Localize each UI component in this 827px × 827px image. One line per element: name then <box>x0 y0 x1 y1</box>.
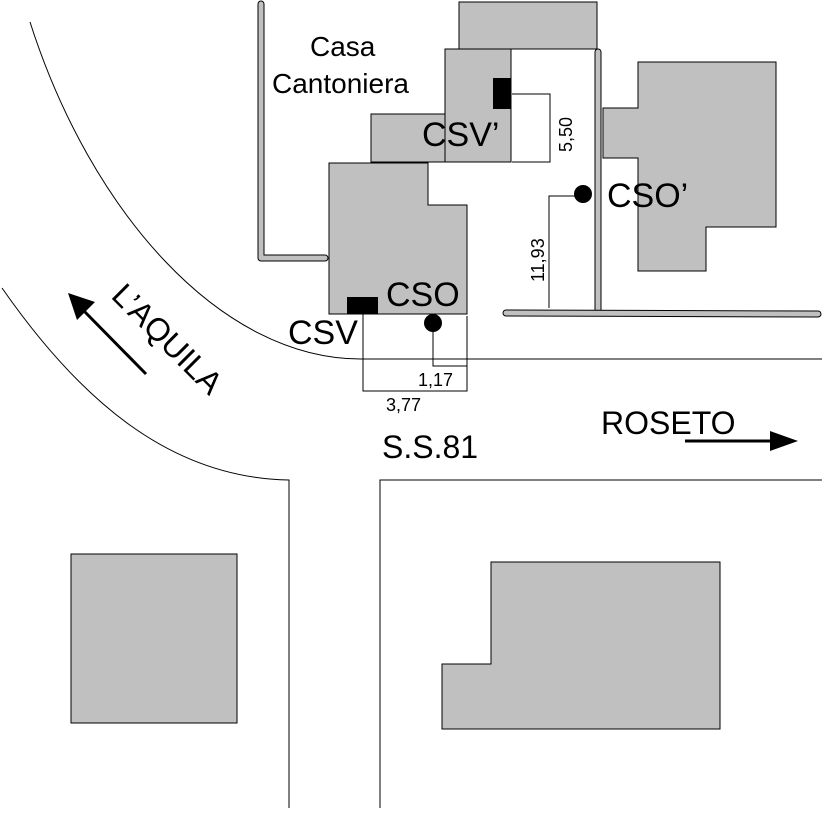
dim-line-1193 <box>548 195 578 308</box>
arrow-laquila-shaft <box>82 309 148 376</box>
building-right <box>602 61 777 272</box>
building-top <box>458 1 598 50</box>
dimension-lines <box>362 93 578 392</box>
buildings <box>70 1 777 730</box>
footpath-west <box>258 1 328 261</box>
cso-prime-marker <box>574 185 592 203</box>
label-cantoniera: Cantoniera <box>272 68 409 99</box>
label-cso: CSO <box>386 276 460 314</box>
building-casa-step <box>370 113 446 163</box>
arrow-laquila-head <box>68 293 95 320</box>
roads <box>1 21 822 808</box>
dim-line-377 <box>362 314 468 392</box>
dim-label-117: 1,17 <box>418 370 453 390</box>
label-cso-prime: CSO’ <box>607 177 688 215</box>
direction-arrows <box>68 293 798 451</box>
markers <box>347 78 592 332</box>
road-curve-south-edge <box>1 287 290 808</box>
csv-marker <box>347 297 378 314</box>
label-roseto: ROSETO <box>601 405 736 441</box>
building-casa-main <box>328 162 468 315</box>
dim-line-550 <box>512 93 551 163</box>
csv-prime-marker <box>493 78 511 109</box>
building-bottom-right <box>441 561 721 730</box>
label-csv: CSV <box>288 314 358 352</box>
dim-label-1193: 11,93 <box>528 238 548 282</box>
footpaths <box>257 0 822 318</box>
footpath-east <box>503 310 821 317</box>
label-road: S.S.81 <box>382 429 478 465</box>
dim-label-550: 5,50 <box>556 117 576 152</box>
arrow-roseto-head <box>770 431 798 451</box>
dim-line-117 <box>432 316 468 367</box>
label-csv-prime: CSV’ <box>422 116 499 154</box>
label-casa: Casa <box>310 31 376 62</box>
dim-label-377: 3,77 <box>386 395 421 415</box>
road-side-east <box>379 479 822 808</box>
road-curve-north-edge <box>29 21 822 360</box>
label-laquila: L’AQUILA <box>105 276 230 401</box>
cso-marker <box>424 314 442 332</box>
building-bottom-left <box>70 553 238 724</box>
